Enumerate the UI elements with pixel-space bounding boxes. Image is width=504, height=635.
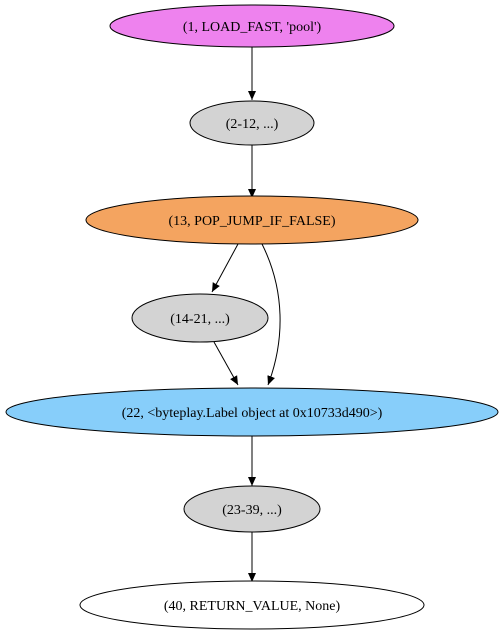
edge-n4-n5 bbox=[213, 341, 239, 386]
node-label: (23-39, ...) bbox=[222, 503, 282, 518]
node-n4: (14-21, ...) bbox=[131, 293, 269, 343]
node-label: (40, RETURN_VALUE, None) bbox=[164, 599, 341, 614]
edge-n3-n5 bbox=[261, 243, 281, 386]
edge-n3-n4 bbox=[211, 243, 239, 293]
node-label: (2-12, ...) bbox=[226, 117, 279, 132]
node-shape bbox=[183, 485, 321, 533]
node-shape bbox=[5, 387, 499, 437]
node-label: (13, POP_JUMP_IF_FALSE) bbox=[169, 214, 336, 229]
node-shape bbox=[85, 195, 419, 245]
node-n7: (40, RETURN_VALUE, None) bbox=[79, 580, 425, 630]
node-label: (22, <byteplay.Label object at 0x10733d4… bbox=[122, 406, 383, 421]
node-n5: (22, <byteplay.Label object at 0x10733d4… bbox=[5, 387, 499, 437]
node-label: (1, LOAD_FAST, 'pool') bbox=[183, 20, 322, 35]
node-shape bbox=[109, 4, 395, 48]
node-shape bbox=[79, 580, 425, 630]
node-label: (14-21, ...) bbox=[170, 312, 230, 327]
node-shape bbox=[131, 293, 269, 343]
node-n2: (2-12, ...) bbox=[189, 100, 315, 146]
edges bbox=[211, 46, 281, 582]
node-shape bbox=[189, 100, 315, 146]
node-n3: (13, POP_JUMP_IF_FALSE) bbox=[85, 195, 419, 245]
node-n1: (1, LOAD_FAST, 'pool') bbox=[109, 4, 395, 48]
node-n6: (23-39, ...) bbox=[183, 485, 321, 533]
